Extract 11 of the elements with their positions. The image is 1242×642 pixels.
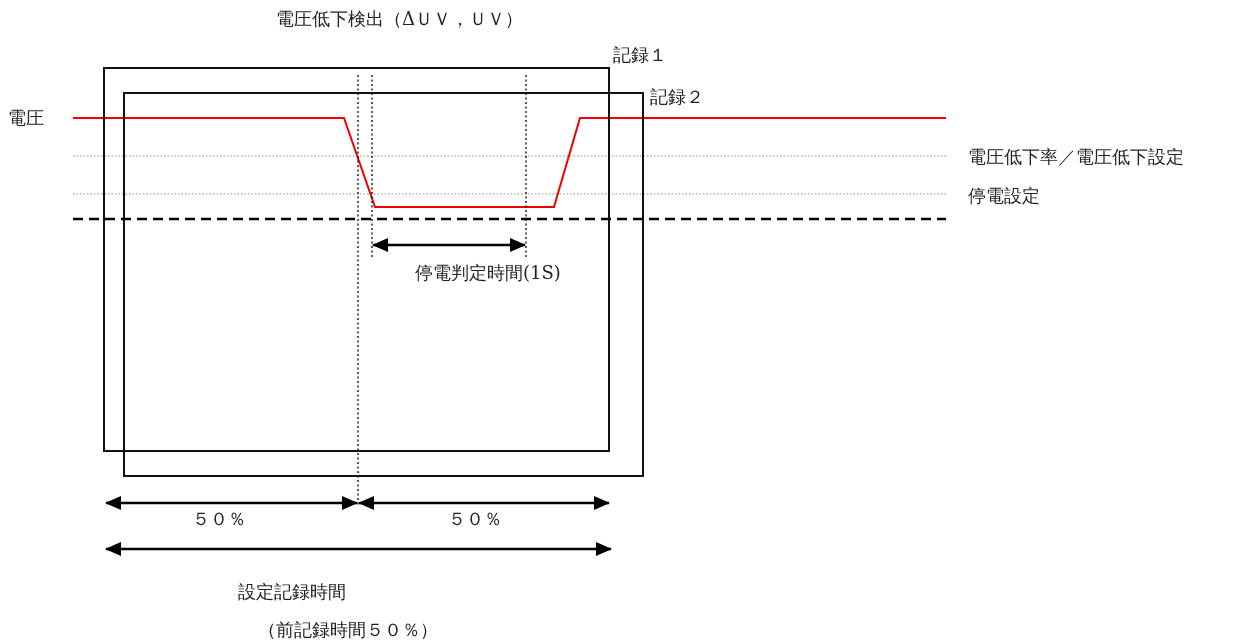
voltage-label: 電圧 — [8, 107, 44, 129]
dimension-label: ５０％ — [448, 508, 502, 530]
record-label: 記録２ — [650, 86, 704, 108]
detection-label: 電圧低下検出（ΔＵＶ，ＵＶ） — [276, 8, 523, 30]
dimension-label: 停電判定時間(1S) — [415, 262, 561, 284]
record-label: 記録１ — [613, 44, 667, 66]
dimension-label: 設定記録時間 — [238, 581, 346, 603]
dimension-label: ５０％ — [192, 508, 246, 530]
threshold-label: 停電設定 — [968, 185, 1040, 207]
note-label: （前記録時間５０％） — [258, 619, 438, 641]
threshold-label: 電圧低下率／電圧低下設定 — [968, 146, 1184, 168]
